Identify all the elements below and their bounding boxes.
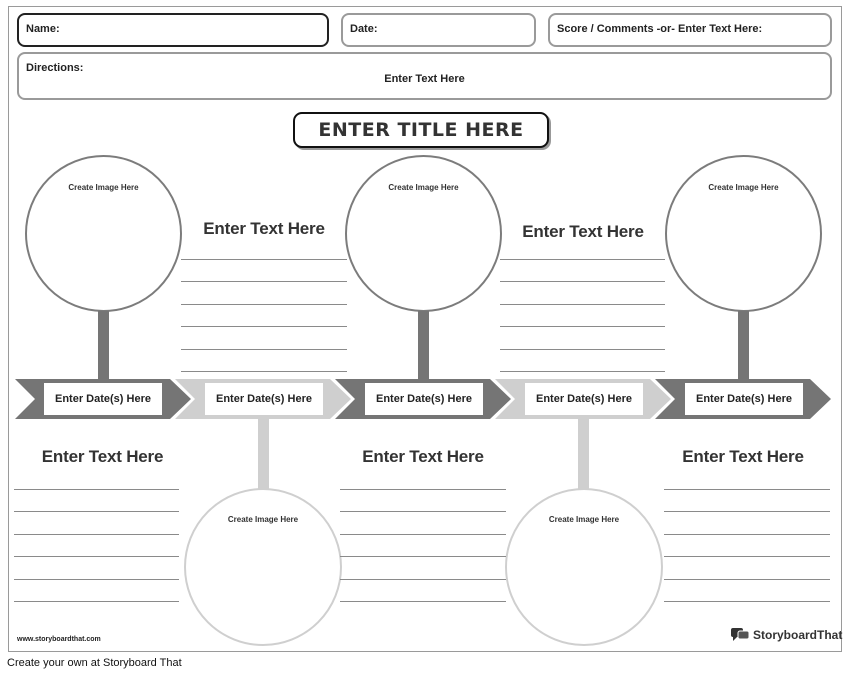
writing-line: [14, 534, 179, 535]
writing-line: [664, 579, 830, 580]
bottom-caption[interactable]: Create your own at Storyboard That: [7, 657, 182, 669]
image-circle-4[interactable]: Create Image Here: [505, 488, 663, 646]
connector-stem: [98, 311, 109, 380]
date-box-1[interactable]: Enter Date(s) Here: [44, 383, 162, 415]
connector-stem: [418, 311, 429, 380]
writing-line: [340, 534, 506, 535]
image-circle-label: Create Image Here: [548, 515, 620, 524]
writing-line: [500, 281, 665, 282]
writing-line: [340, 489, 506, 490]
date-box-3[interactable]: Enter Date(s) Here: [365, 383, 483, 415]
image-circle-5[interactable]: Create Image Here: [665, 155, 822, 312]
text-heading-2[interactable]: Enter Text Here: [203, 219, 325, 238]
score-label: Score / Comments -or- Enter Text Here:: [557, 23, 763, 35]
writing-line: [14, 556, 179, 557]
page-title[interactable]: ENTER TITLE HERE: [293, 112, 549, 148]
image-circle-1[interactable]: Create Image Here: [25, 155, 182, 312]
connector-stem: [258, 418, 269, 489]
directions-text: Enter Text Here: [384, 73, 465, 85]
writing-line: [664, 511, 830, 512]
image-circle-label: Create Image Here: [68, 183, 139, 192]
image-circle-label: Create Image Here: [388, 183, 459, 192]
writing-line: [14, 601, 179, 602]
writing-line: [500, 326, 665, 327]
writing-line: [14, 511, 179, 512]
score-field[interactable]: Score / Comments -or- Enter Text Here:: [548, 13, 832, 47]
date-box-4[interactable]: Enter Date(s) Here: [525, 383, 643, 415]
writing-line: [340, 601, 506, 602]
writing-line: [181, 349, 347, 350]
storyboardthat-logo[interactable]: StoryboardThat: [731, 627, 842, 642]
writing-line: [500, 349, 665, 350]
writing-line: [500, 259, 665, 260]
writing-line: [14, 489, 179, 490]
speech-bubble-icon: [731, 628, 750, 641]
brand-name: StoryboardThat: [753, 627, 843, 642]
image-circle-3[interactable]: Create Image Here: [345, 155, 502, 312]
date-box-2[interactable]: Enter Date(s) Here: [205, 383, 323, 415]
image-circle-label: Create Image Here: [227, 515, 299, 524]
connector-stem: [738, 311, 749, 380]
directions-field[interactable]: Directions: Enter Text Here: [17, 52, 832, 100]
writing-line: [500, 371, 665, 372]
writing-line: [181, 281, 347, 282]
writing-line: [664, 534, 830, 535]
writing-line: [181, 304, 347, 305]
text-heading-5[interactable]: Enter Text Here: [682, 447, 804, 466]
image-circle-label: Create Image Here: [708, 183, 779, 192]
connector-stem: [578, 418, 589, 489]
writing-line: [181, 259, 347, 260]
footer-url[interactable]: www.storyboardthat.com: [17, 636, 101, 643]
name-field[interactable]: Name:: [17, 13, 329, 47]
writing-line: [14, 579, 179, 580]
writing-line: [664, 489, 830, 490]
writing-line: [500, 304, 665, 305]
text-heading-1[interactable]: Enter Text Here: [41, 447, 164, 466]
writing-line: [181, 326, 347, 327]
writing-line: [340, 579, 506, 580]
date-box-5[interactable]: Enter Date(s) Here: [685, 383, 803, 415]
text-heading-4[interactable]: Enter Text Here: [522, 222, 644, 241]
name-label: Name:: [26, 23, 60, 35]
writing-line: [340, 511, 506, 512]
date-field[interactable]: Date:: [341, 13, 536, 47]
writing-line: [181, 371, 347, 372]
writing-line: [340, 556, 506, 557]
text-heading-3[interactable]: Enter Text Here: [362, 447, 484, 466]
date-label: Date:: [350, 23, 378, 35]
image-circle-2[interactable]: Create Image Here: [184, 488, 342, 646]
writing-line: [664, 601, 830, 602]
directions-label: Directions:: [26, 62, 84, 74]
writing-line: [664, 556, 830, 557]
